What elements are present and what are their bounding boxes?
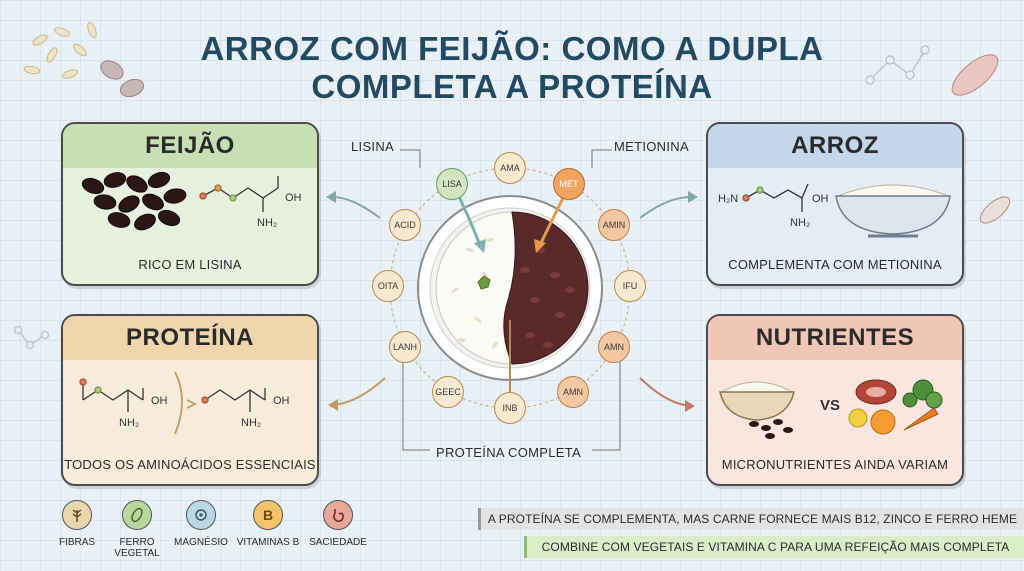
nutrientes-card: NUTRIENTES VS MICRONUTRIENTES AINDA VARI… <box>706 314 964 486</box>
beans-portion-icon <box>503 211 589 365</box>
nutrientes-vs: VS <box>820 397 840 414</box>
arroz-card: ARROZ H₂N OH NH₂ COMPLEMENTA COM METIONI… <box>706 122 964 286</box>
ring-node-amn-right: AMN <box>598 331 630 363</box>
label-metionina: METIONINA <box>614 139 689 154</box>
arrow-to-nutrientes <box>639 377 693 407</box>
proteina-card-caption: TODOS OS AMINOÁCIDOS ESSENCIAIS <box>64 457 316 472</box>
molecule-icon <box>186 500 216 530</box>
proteina-card-title: PROTEÍNA <box>63 316 317 360</box>
legend-vitaminas-b: B VITAMINAS B <box>233 500 303 548</box>
legend-label-ferro-vegetal: FERRO VEGETAL <box>114 537 160 559</box>
feijao-card-title: FEIJÃO <box>63 124 317 168</box>
nutrientes-card-art: VS <box>719 379 943 439</box>
nutrientes-card-title: NUTRIENTES <box>708 316 962 360</box>
proteina-card-art: OH NH₂ OH NH₂ <box>79 371 290 435</box>
feijao-molecule-oh: OH <box>285 192 302 204</box>
arrow-to-arroz <box>639 195 697 219</box>
proteina-card: PROTEÍNA OH NH₂ OH NH₂ TODOS OS AMINOÁCI… <box>61 314 319 486</box>
parsley-icon <box>477 275 491 290</box>
legend-label-saciedade: SACIEDADE <box>309 537 367 548</box>
b-letter-icon: B <box>253 500 283 530</box>
proteina-molecule-oh-left: OH <box>151 395 168 407</box>
molecule-doodle-icon <box>13 45 930 350</box>
beans-doodle-icon <box>100 60 145 98</box>
methionine-molecule-icon <box>742 183 809 212</box>
svg-text:B: B <box>263 507 273 523</box>
ring-node-geec: GEEC <box>432 376 464 408</box>
black-beans-icon <box>81 171 187 231</box>
bean-icon <box>122 500 152 530</box>
proteina-molecule-oh-right: OH <box>273 395 290 407</box>
arroz-molecule-h2n: H₂N <box>718 193 738 205</box>
bracket-lines <box>400 149 621 451</box>
ring-node-met: MET <box>553 168 585 200</box>
arroz-card-title: ARROZ <box>708 124 962 168</box>
meat-and-vegetables-icon <box>848 379 943 435</box>
feijao-card-caption: RICO EM LISINA <box>138 257 242 272</box>
ring-node-amn-lower: AMN <box>557 376 589 408</box>
feijao-molecule-nh2: NH₂ <box>257 217 277 229</box>
chevron-right-icon <box>186 399 198 409</box>
feijao-card-art: OH NH₂ <box>81 171 302 231</box>
legend-label-vitaminas-b: VITAMINAS B <box>236 537 300 548</box>
arroz-card-caption: COMPLEMENTA COM METIONINA <box>728 257 942 272</box>
arroz-card-art: H₂N OH NH₂ <box>718 183 951 238</box>
rice-grains-icon <box>23 21 97 79</box>
ring-node-lanh: LANH <box>389 331 421 363</box>
metionina-arrowhead-icon <box>534 239 546 253</box>
legend-saciedade: SACIEDADE <box>303 500 373 548</box>
nutrientes-card-caption: MICRONUTRIENTES AINDA VARIAM <box>721 457 949 472</box>
arroz-molecule-nh2: NH₂ <box>790 217 810 229</box>
ring-node-acid: ACID <box>389 209 421 241</box>
arrowhead-nutrientes-icon <box>685 400 695 412</box>
arrowhead-feijao-icon <box>326 191 336 203</box>
bracket-brace-icon <box>174 371 183 435</box>
ring-node-inb: INB <box>494 392 526 424</box>
legend-label-magnesio: MAGNÉSIO <box>174 537 228 548</box>
info-banner-vegetais: COMBINE COM VEGETAIS E VITAMINA C PARA U… <box>524 536 1024 558</box>
ring-node-amin: AMIN <box>598 209 630 241</box>
legend-magnesio: MAGNÉSIO <box>166 500 236 548</box>
arrow-to-proteina <box>329 377 386 406</box>
legend-label-fibras: FIBRAS <box>58 537 96 548</box>
rice-and-beans-bowl-icon <box>719 381 795 439</box>
arroz-molecule-oh: OH <box>812 193 829 205</box>
ring-node-ifu: IFU <box>614 270 646 302</box>
arrowhead-arroz-icon <box>688 191 698 203</box>
ring-node-oita: OITA <box>372 270 404 302</box>
lisina-arrowhead-icon <box>474 239 486 253</box>
info-banner-carne: A PROTEÍNA SE COMPLEMENTA, MAS CARNE FOR… <box>478 508 1024 530</box>
proteina-molecule-nh2-left: NH₂ <box>119 417 139 429</box>
amino-acid-molecule-left-icon <box>79 378 144 412</box>
legend-fibras: FIBRAS <box>42 500 112 548</box>
rice-bowl-icon <box>835 184 951 238</box>
muscle-doodle-icon <box>951 54 1011 224</box>
amino-acid-molecule-right-icon <box>201 388 266 412</box>
ring-node-lisa: LISA <box>436 168 468 200</box>
label-proteina-completa: PROTEÍNA COMPLETA <box>436 445 581 460</box>
arrowhead-proteina-icon <box>328 399 338 411</box>
wheat-icon <box>62 500 92 530</box>
rice-texture <box>451 238 498 349</box>
legend-ferro-vegetal: FERRO VEGETAL <box>102 500 172 559</box>
stomach-icon <box>323 500 353 530</box>
page-title: ARROZ COM FEIJÃO: COMO A DUPLA COMPLETA … <box>200 30 824 105</box>
feijao-card: FEIJÃO OH NH₂ RICO EM LISINA <box>61 122 319 286</box>
lysine-molecule-icon <box>199 176 279 212</box>
proteina-molecule-nh2-right: NH₂ <box>241 417 261 429</box>
label-lisina: LISINA <box>351 139 394 154</box>
ring-node-ama: AMA <box>494 152 526 184</box>
